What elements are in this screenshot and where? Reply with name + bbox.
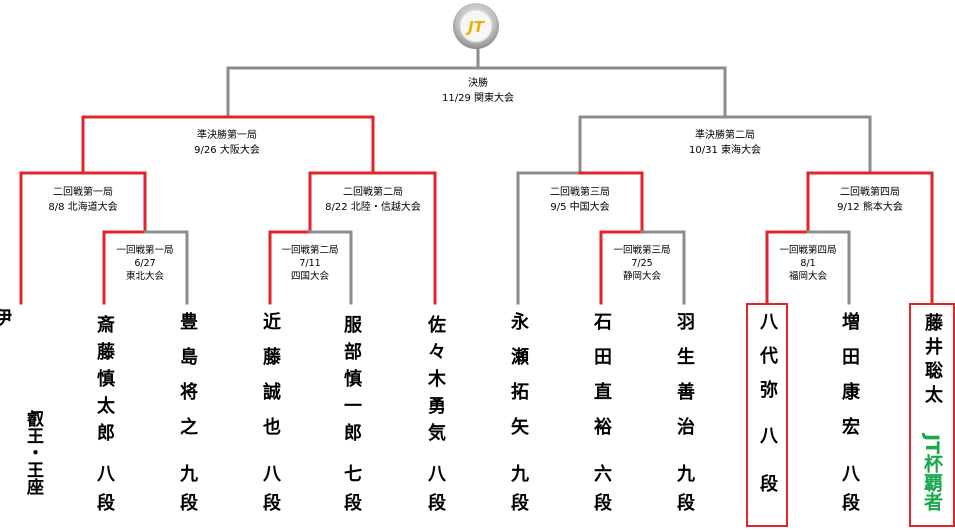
first-3-date: 7/25 [631,258,653,269]
semi-1-label: 準決勝第一局 9/26 大阪大会 [194,128,260,158]
second-3-label: 二回戦第三局 9/5 中国大会 [550,185,610,215]
player-7: 永瀬拓矢九段 [504,308,532,524]
player-6-name: 佐々木勇気 [425,314,446,450]
player-3-name: 豊島将之 [177,312,198,452]
player-10: 八代弥八段 [753,308,781,524]
first-1-label: 一回戦第一局 6/27 東北大会 [116,244,173,283]
player-9-title: 九段 [674,464,695,522]
final-round: 決勝 [468,78,488,89]
player-10-name: 八代弥 [757,312,778,414]
first-4-label: 一回戦第四局 8/1 福岡大会 [779,244,836,283]
second-3-date: 9/5 中国大会 [550,202,610,213]
second-3-round: 二回戦第三局 [550,187,610,198]
player-4-title: 八段 [260,464,281,522]
player-2-name: 斎藤慎太郎 [94,314,115,450]
first-2-venue: 四国大会 [290,271,330,282]
first-4-round: 一回戦第四局 [779,245,837,256]
second-4-date: 9/12 熊本大会 [837,202,903,213]
semi-2-label: 準決勝第二局 10/31 東海大会 [689,128,761,158]
player-11-title: 八段 [839,464,860,522]
player-5-name: 服部慎一郎 [341,314,362,450]
player-7-title: 九段 [508,464,529,522]
second-1-label: 二回戦第一局 8/8 北海道大会 [48,185,117,215]
player-8-name: 石田直裕 [591,312,612,452]
highlight-box-yashiro [746,303,788,527]
player-9: 羽生善治九段 [670,308,698,524]
second-2-round: 二回戦第二局 [342,187,403,198]
player-12-title: JT杯覇者 [921,434,943,512]
final-date: 11/29 関東大会 [442,93,514,104]
final-label: 決勝 11/29 関東大会 [442,76,514,106]
player-12-name: 藤井聡太 [922,313,943,409]
player-11: 増田康宏八段 [835,308,863,524]
player-7-name: 永瀬拓矢 [508,312,529,452]
second-1-round: 二回戦第一局 [53,187,113,198]
first-3-label: 一回戦第三局 7/25 静岡大会 [613,244,670,283]
jt-logo-icon: JT [452,2,500,50]
player-6: 佐々木勇気八段 [421,308,449,524]
semi-2-round: 準決勝第二局 [695,130,755,141]
first-3-venue: 静岡大会 [622,271,662,282]
semi-1-round: 準決勝第一局 [196,130,257,141]
first-2-date: 7/11 [299,258,321,269]
first-1-venue: 東北大会 [125,271,165,282]
player-1-name: 伊藤匠 [0,308,12,362]
second-4-label: 二回戦第四局 9/12 熊本大会 [837,185,903,215]
second-2-label: 二回戦第二局 8/22 北陸・信越大会 [325,185,421,215]
semi-2-date: 10/31 東海大会 [689,145,761,156]
first-1-round: 一回戦第一局 [116,245,174,256]
first-2-label: 一回戦第二局 7/11 四国大会 [281,244,338,283]
player-8: 石田直裕六段 [587,308,615,524]
second-2-date: 8/22 北陸・信越大会 [325,202,421,213]
player-12: 藤井聡太 JT杯覇者 [918,308,946,526]
first-1-date: 6/27 [134,258,156,269]
first-4-date: 8/1 [800,258,816,269]
player-6-title: 八段 [425,464,446,522]
second-1-date: 8/8 北海道大会 [48,202,118,213]
player-2-title: 八段 [94,464,115,522]
first-4-venue: 福岡大会 [788,271,828,282]
semi-1-date: 9/26 大阪大会 [194,145,260,156]
second-4-round: 二回戦第四局 [839,187,900,198]
player-3-title: 九段 [177,464,198,522]
player-4: 近藤誠也八段 [256,308,284,524]
player-8-title: 六段 [591,464,612,522]
player-5: 服部慎一郎七段 [337,308,365,524]
player-10-title: 八段 [757,426,778,522]
player-5-title: 七段 [341,464,362,522]
highlight-box-fujii [909,303,955,527]
player-11-name: 増田康宏 [839,312,860,452]
player-4-name: 近藤誠也 [260,312,281,452]
player-3: 豊島将之九段 [173,308,201,524]
first-3-round: 一回戦第三局 [613,245,671,256]
player-9-name: 羽生善治 [674,312,695,452]
first-2-round: 一回戦第二局 [281,245,339,256]
player-1-title: 叡王・王座 [23,410,43,495]
player-2: 斎藤慎太郎八段 [90,308,118,524]
svg-text:JT: JT [465,18,486,36]
